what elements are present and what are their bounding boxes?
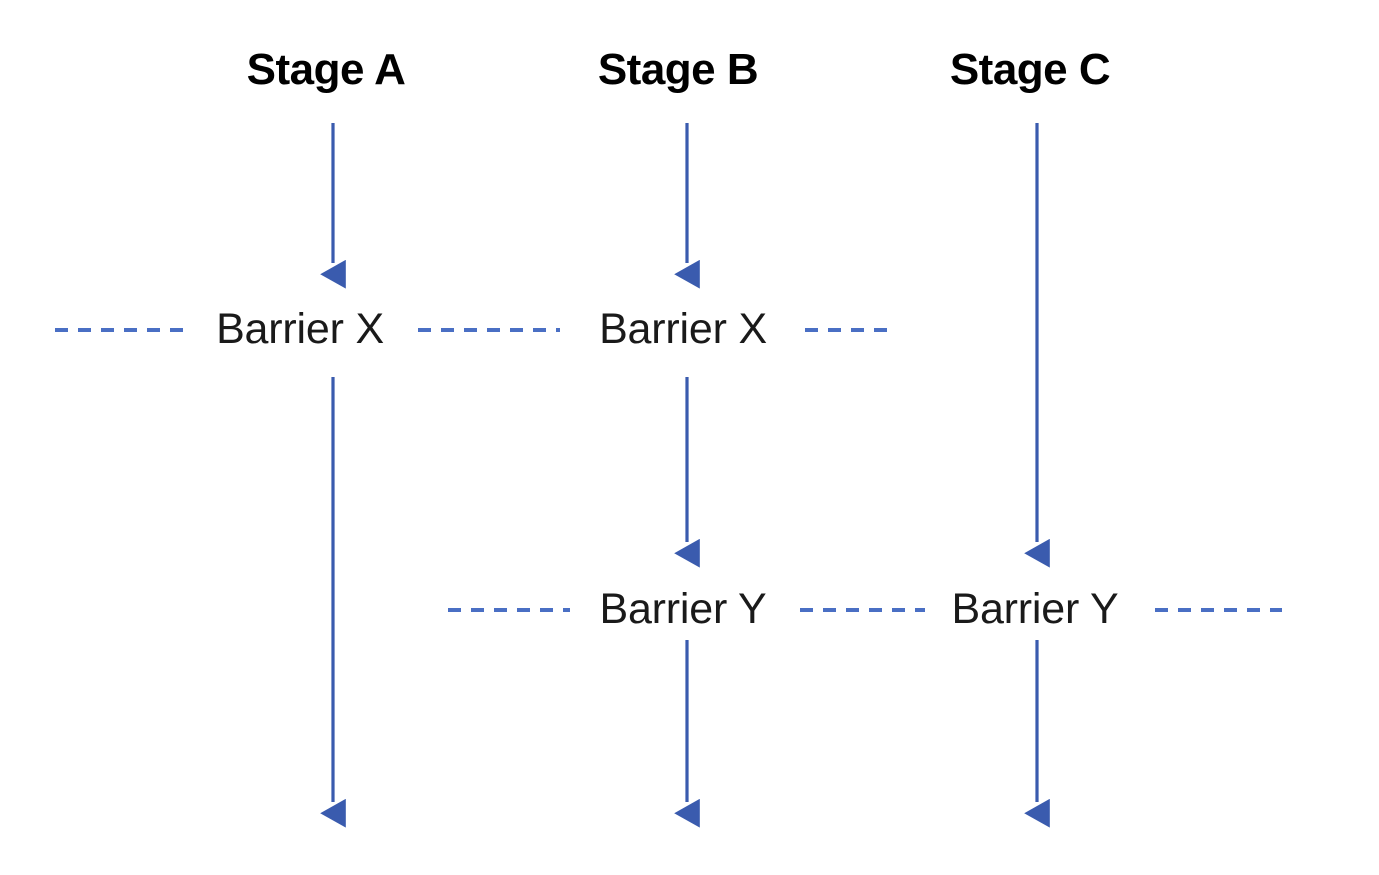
arrows-group — [320, 123, 1050, 828]
dashed-links-group — [55, 328, 1282, 612]
stage-header-stage-b: Stage B — [597, 45, 759, 94]
stage-header-stage-a: Stage A — [246, 45, 406, 94]
barrier-node-barrier-x-a: Barrier X — [206, 304, 394, 354]
barrier-node-barrier-y-c: Barrier Y — [941, 584, 1129, 634]
stage-header-stage-c: Stage C — [949, 45, 1111, 94]
barrier-node-barrier-y-b: Barrier Y — [589, 584, 777, 634]
barrier-node-barrier-x-b: Barrier X — [589, 304, 777, 354]
